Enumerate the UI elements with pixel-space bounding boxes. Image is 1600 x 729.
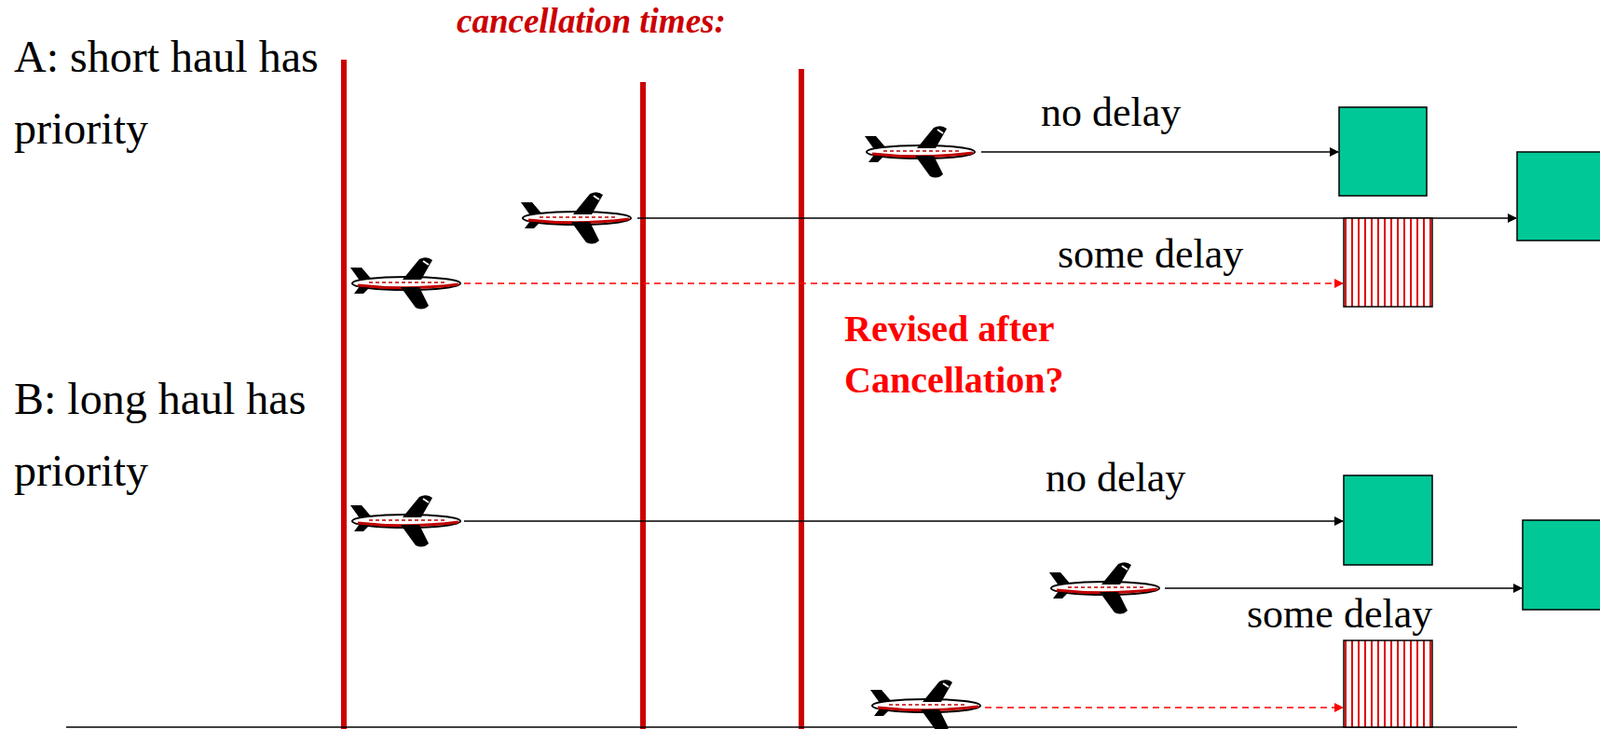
plane-icon [864, 125, 975, 178]
delayed-flight-arrow [464, 282, 1343, 285]
callout-note: Revised after Cancellation? [844, 302, 1115, 406]
flight-arrow [981, 150, 1339, 153]
cancellation-line [798, 68, 805, 729]
flight-arrow [464, 519, 1343, 522]
arrival-slot [1343, 475, 1433, 565]
section-heading: A: short haul has priority [13, 20, 342, 165]
cancellation-line [640, 82, 646, 729]
delayed-slot [1343, 640, 1433, 727]
delayed-slot [1343, 218, 1433, 307]
arrival-slot [1339, 107, 1427, 196]
plane-icon [520, 191, 631, 244]
plane-icon [1049, 561, 1160, 614]
delayed-flight-arrow [984, 706, 1343, 709]
cancellation-line [341, 59, 347, 729]
delay-label: some delay [1057, 232, 1244, 276]
plane-icon [350, 494, 461, 547]
section-heading: B: long haul has priority [13, 362, 342, 506]
time-axis [66, 725, 1518, 728]
delay-label: some delay [1246, 592, 1433, 636]
axis-title: cancellation times: [456, 0, 726, 42]
arrival-slot [1522, 519, 1600, 610]
arrival-slot [1517, 151, 1600, 241]
flight-arrow [1164, 587, 1522, 589]
delay-label: no delay [1045, 456, 1186, 500]
delay-label: no delay [1040, 89, 1181, 137]
plane-icon [870, 679, 981, 729]
plane-icon [350, 257, 461, 309]
